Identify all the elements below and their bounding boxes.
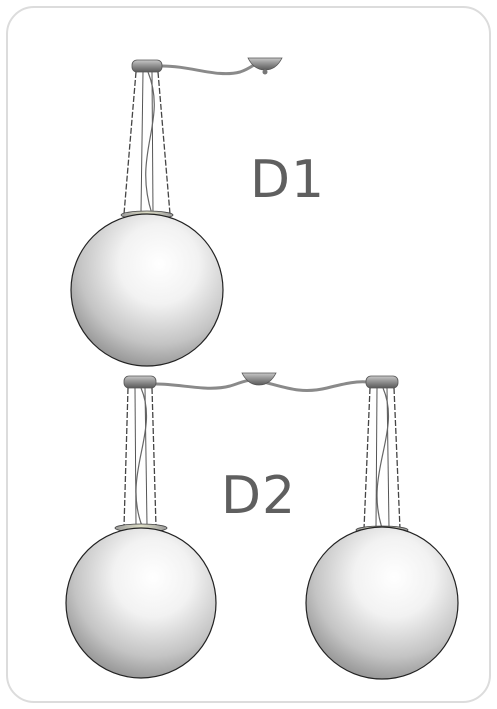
ceiling-rose [241, 372, 277, 386]
ceiling-arm-left [155, 378, 253, 390]
pendant-d1 [70, 57, 283, 367]
ceiling-arm [161, 58, 265, 76]
ceiling-rose [247, 57, 283, 71]
globe-left [65, 527, 217, 679]
canopy [131, 59, 163, 73]
globe-right [305, 526, 459, 680]
variant-label-d2: D2 [221, 466, 297, 526]
globe [70, 213, 224, 367]
pendant-d2 [65, 372, 459, 680]
ceiling-arm-right [263, 380, 369, 392]
canopy-right [365, 375, 399, 389]
canopy-left [123, 375, 157, 389]
pendant-lamps-illustration [65, 57, 459, 680]
product-variants-card: D1 D2 [6, 6, 491, 703]
variant-label-d1: D1 [250, 150, 326, 210]
